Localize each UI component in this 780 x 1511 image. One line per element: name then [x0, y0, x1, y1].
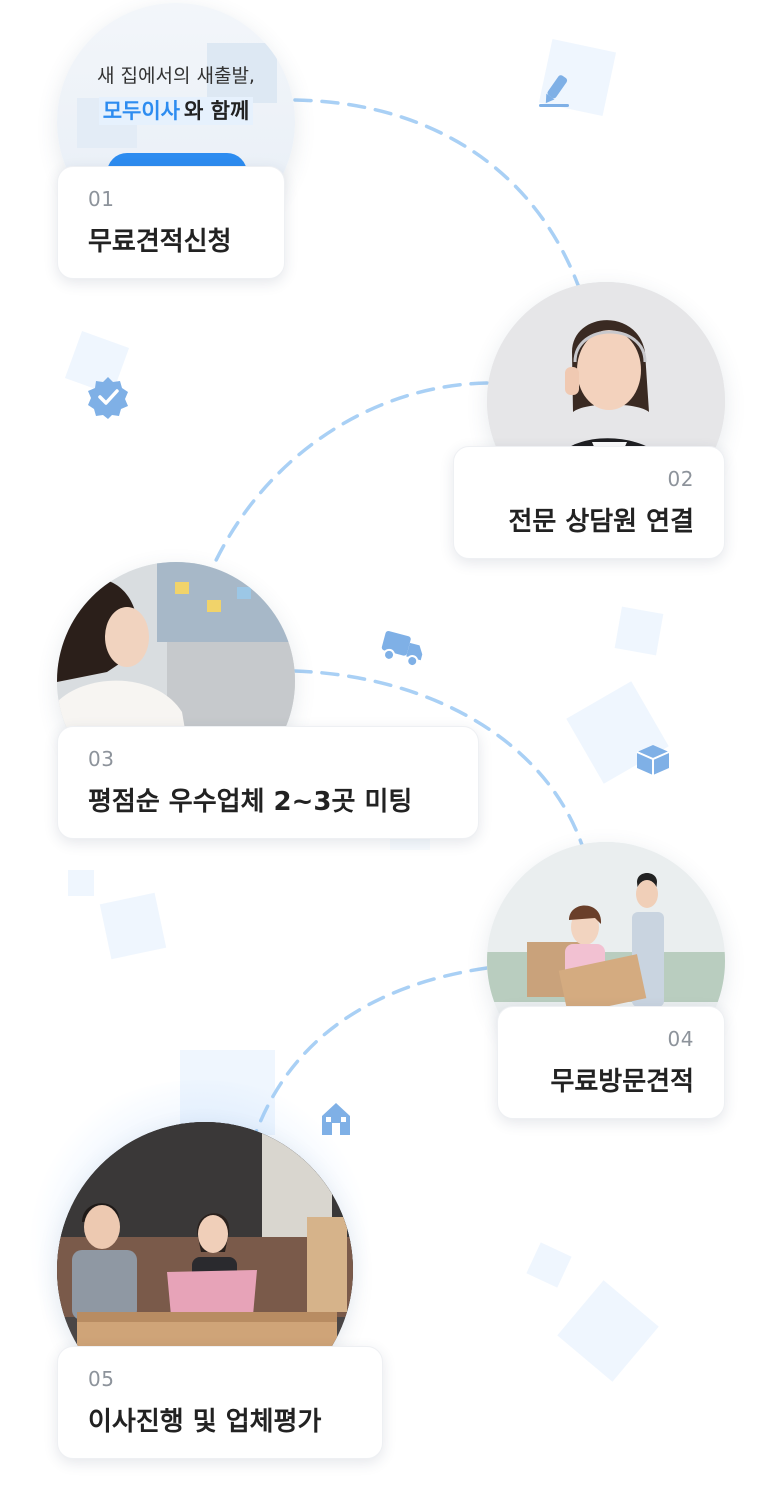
- step-title: 무료방문견적: [550, 1067, 694, 1097]
- step-2-card[interactable]: 02 전문 상담원 연결: [453, 446, 725, 559]
- step-title: 평점순 우수업체 2~3곳 미팅: [88, 787, 413, 817]
- step-number: 02: [667, 467, 694, 491]
- step-3-card[interactable]: 03 평점순 우수업체 2~3곳 미팅: [57, 726, 479, 839]
- pencil-icon: [539, 75, 569, 107]
- check-badge-icon: [88, 377, 128, 419]
- step-number: 04: [667, 1027, 694, 1051]
- step-4-image: [487, 842, 725, 1080]
- banner-line1: 새 집에서의 새출발,: [97, 65, 255, 87]
- banner-line2-suffix: 와 함께: [184, 97, 254, 125]
- step-number: 01: [88, 187, 115, 211]
- step-title: 이사진행 및 업체평가: [88, 1407, 322, 1437]
- step-number: 03: [88, 747, 115, 771]
- truck-icon: [381, 630, 423, 668]
- step-title: 무료견적신청: [88, 227, 232, 257]
- step-4-card[interactable]: 04 무료방문견적: [497, 1006, 725, 1119]
- deco-square: [68, 870, 94, 896]
- step-5-card[interactable]: 05 이사진행 및 업체평가: [57, 1346, 383, 1459]
- box-icon: [636, 745, 670, 775]
- house-icon: [322, 1103, 350, 1135]
- step-title: 전문 상담원 연결: [508, 507, 694, 537]
- step-number: 05: [88, 1367, 115, 1391]
- banner-brand: 모두이사: [98, 97, 184, 125]
- step-1-card[interactable]: 01 무료견적신청: [57, 166, 285, 279]
